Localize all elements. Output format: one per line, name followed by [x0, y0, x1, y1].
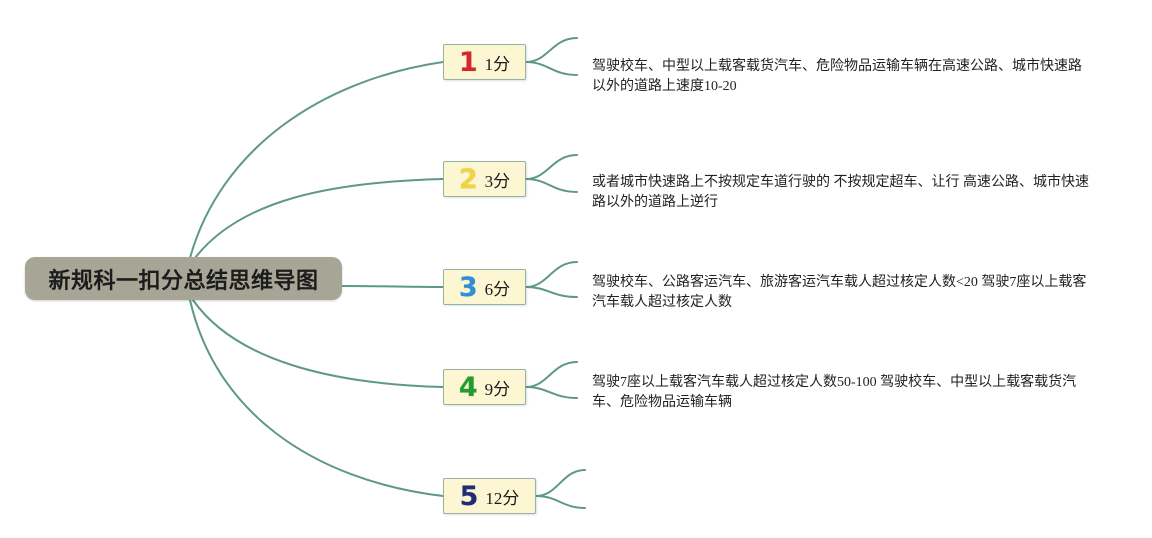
central-topic: 新规科一扣分总结思维导图	[25, 257, 342, 300]
topic-2-detail: 或者城市快速路上不按规定车道行驶的 不按规定超车、让行 高速公路、城市快速 路以…	[592, 173, 1089, 213]
detail-line: 驾驶校车、中型以上载客载货汽车、危险物品运输车辆在高速公路、城市快速路	[592, 59, 1082, 74]
detail-line: 驾驶7座以上载客汽车载人超过核定人数50-100 驾驶校车、中型以上载客载货汽	[592, 375, 1077, 390]
sub-branch-line-2-top	[525, 154, 578, 180]
sub-branch-line-1-bottom	[525, 61, 578, 76]
branch-line-1	[189, 61, 444, 259]
sub-branch-line-3-bottom	[525, 286, 578, 298]
topic-label: 12分	[485, 488, 520, 508]
detail-line: 路以外的道路上逆行	[592, 195, 718, 210]
topic-label: 1分	[484, 54, 511, 74]
sub-branch-line-5-top	[535, 469, 586, 497]
detail-line: 汽车载人超过核定人数	[592, 295, 732, 310]
topic-5: 5 12分	[443, 478, 536, 514]
branch-line-3	[341, 285, 444, 288]
topic-1: 1 1分	[443, 44, 526, 80]
topic-3-detail: 驾驶校车、公路客运汽车、旅游客运汽车载人超过核定人数<20 驾驶7座以上载客 汽…	[592, 273, 1086, 313]
central-topic-title: 新规科一扣分总结思维导图	[48, 268, 319, 294]
topic-label: 9分	[484, 379, 511, 399]
sub-branch-line-4-top	[525, 361, 578, 388]
topic-1-detail: 驾驶校车、中型以上载客载货汽车、危险物品运输车辆在高速公路、城市快速路 以外的道…	[592, 57, 1082, 97]
topic-3: 3 6分	[443, 269, 526, 305]
branch-line-4	[192, 299, 444, 388]
priority-1-icon: 1	[458, 46, 478, 78]
topic-4-detail: 驾驶7座以上载客汽车载人超过核定人数50-100 驾驶校车、中型以上载客载货汽 …	[592, 373, 1076, 413]
topic-label: 6分	[484, 279, 511, 299]
priority-3-icon: 3	[458, 271, 478, 303]
sub-branch-line-1-top	[525, 37, 578, 63]
detail-line: 或者城市快速路上不按规定车道行驶的 不按规定超车、让行 高速公路、城市快速	[592, 175, 1089, 190]
sub-branch-line-2-bottom	[525, 178, 578, 193]
priority-2-icon: 2	[458, 163, 478, 195]
priority-5-icon: 5	[459, 480, 479, 512]
topic-2: 2 3分	[443, 161, 526, 197]
branch-line-5	[189, 299, 444, 497]
topic-4: 4 9分	[443, 369, 526, 405]
priority-4-icon: 4	[458, 371, 478, 403]
detail-line: 驾驶校车、公路客运汽车、旅游客运汽车载人超过核定人数<20 驾驶7座以上载客	[592, 275, 1087, 290]
sub-branch-line-5-bottom	[535, 495, 586, 509]
detail-line: 以外的道路上速度10-20	[592, 79, 737, 94]
topic-label: 3分	[484, 171, 511, 191]
branch-line-2	[194, 178, 444, 259]
sub-branch-line-3-top	[525, 261, 578, 288]
detail-line: 车、危险物品运输车辆	[592, 395, 732, 410]
sub-branch-line-4-bottom	[525, 386, 578, 399]
